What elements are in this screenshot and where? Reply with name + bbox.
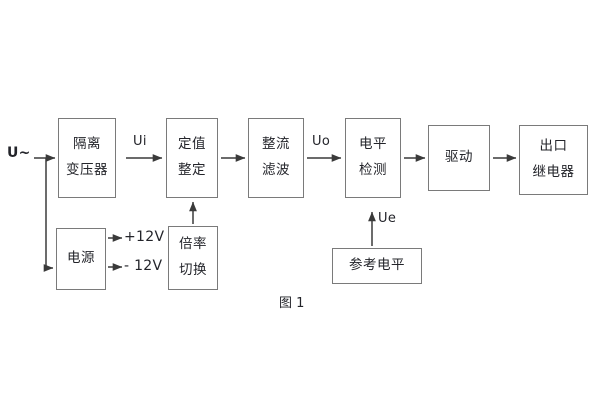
block-rectifier-filter-line-2: 滤波 <box>262 162 290 178</box>
block-reference-level-line-1: 参考电平 <box>349 257 405 274</box>
block-setting-adjust-line-1: 定值 <box>178 136 206 153</box>
label-signal-ue: Ue <box>378 211 397 226</box>
label-rail-positive-12v: +12V <box>124 229 165 245</box>
block-rectifier-filter-line-1: 整流 <box>262 136 290 153</box>
block-reference-level[interactable]: 参考电平 <box>332 248 422 284</box>
block-setting-adjust-line-2: 整定 <box>178 162 206 178</box>
block-level-detect-line-2: 检测 <box>359 162 387 178</box>
label-rail-negative-12v: - 12V <box>124 258 163 274</box>
label-input-uac: U~ <box>7 145 31 161</box>
block-rectifier-filter[interactable]: 整流 滤波 <box>248 118 304 198</box>
block-multiplier-switch-line-1: 倍率 <box>179 236 207 253</box>
block-drive-line-1: 驱动 <box>445 149 473 166</box>
label-signal-ui: Ui <box>133 134 147 149</box>
block-setting-adjust[interactable]: 定值 整定 <box>166 118 218 198</box>
block-isolation-transformer[interactable]: 隔离 变压器 <box>58 118 116 198</box>
block-output-relay-line-1: 出口 <box>539 138 568 155</box>
block-multiplier-switch[interactable]: 倍率 切换 <box>168 226 218 290</box>
block-multiplier-switch-line-2: 切换 <box>179 262 207 278</box>
label-signal-uo: Uo <box>312 134 331 149</box>
block-isolation-transformer-line-1: 隔离 <box>73 136 101 153</box>
block-output-relay-line-2: 继电器 <box>532 164 575 180</box>
block-output-relay[interactable]: 出口 继电器 <box>519 125 588 195</box>
block-drive[interactable]: 驱动 <box>428 125 490 191</box>
block-power-supply-line-1: 电源 <box>67 250 95 267</box>
block-level-detect[interactable]: 电平 检测 <box>345 118 401 198</box>
block-isolation-transformer-line-2: 变压器 <box>66 162 108 178</box>
wire-uac-bus <box>34 154 56 272</box>
block-power-supply[interactable]: 电源 <box>56 228 106 290</box>
figure-caption: 图 1 <box>279 296 305 311</box>
block-level-detect-line-1: 电平 <box>359 136 387 153</box>
